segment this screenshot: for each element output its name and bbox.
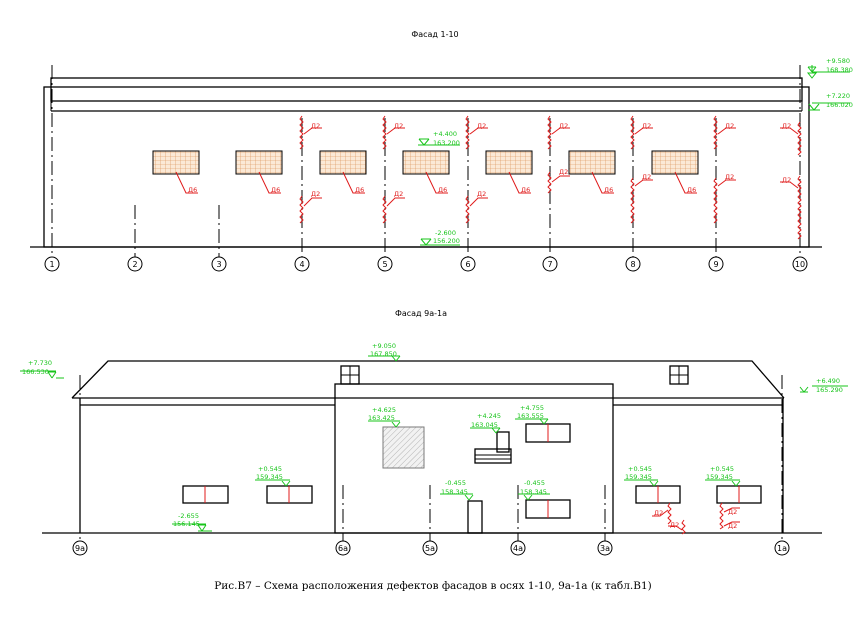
- level-bottom: 156.200: [433, 237, 460, 245]
- level-top: +0.545: [258, 465, 282, 473]
- window: [235, 150, 283, 175]
- d2-label: Д2: [728, 522, 737, 530]
- d2-label: Д2: [782, 122, 791, 130]
- facade-2-building: [42, 360, 822, 534]
- axis-label: 6: [465, 260, 470, 269]
- axis-label: 4: [299, 260, 304, 269]
- level-top: -2.600: [435, 229, 456, 237]
- level-top: +4.245: [477, 412, 501, 420]
- d2-label: Д2: [559, 168, 568, 176]
- figure-caption: Рис.В7 – Схема расположения дефектов фас…: [214, 580, 652, 592]
- axis-label: 2: [132, 260, 137, 269]
- window: [568, 150, 616, 175]
- axis-label: 1а: [777, 544, 787, 553]
- level-bottom: 166.020: [826, 101, 853, 109]
- facade-1-building: [30, 77, 822, 248]
- axis-label: 5а: [425, 544, 435, 553]
- window: [485, 150, 533, 175]
- d2-label: Д2: [670, 521, 679, 529]
- window: [402, 150, 450, 175]
- level-bottom: 159.345: [706, 473, 733, 481]
- level-top: -0.455: [445, 479, 466, 487]
- axis-label: 3а: [600, 544, 610, 553]
- level-bottom: 158.345: [520, 488, 547, 496]
- axis-label: 8: [630, 260, 635, 269]
- d2-label: Д2: [477, 190, 486, 198]
- level-bottom: 163.045: [471, 421, 498, 429]
- d2-label: Д2: [654, 509, 663, 517]
- level-bottom: 159.345: [625, 473, 652, 481]
- d2-label: Д2: [311, 190, 320, 198]
- axis-label: 9а: [75, 544, 85, 553]
- level-top: +4.400: [433, 130, 457, 138]
- facade-1-windows: [152, 150, 699, 175]
- axis-label: 5: [382, 260, 387, 269]
- level-bottom: 165.290: [816, 386, 843, 394]
- axis-label: 1: [49, 260, 54, 269]
- level-bottom: 166.530: [22, 368, 49, 376]
- level-top: +7.730: [28, 359, 52, 367]
- facade-1-cracks: Д2 Д2 Д2 Д2 Д2 Д2 Д2 Д2 Д2 Д2 Д2 Д2 Д2 Д…: [299, 115, 802, 240]
- level-bottom: 163.425: [368, 414, 395, 422]
- facade-1-axis-markers: 1 2 3 4 5 6 7 8 9 10: [44, 256, 808, 272]
- level-top: +4.625: [372, 406, 396, 414]
- facade-2-title: Фасад 9а-1а: [395, 309, 447, 318]
- level-bottom: 168.380: [826, 66, 853, 74]
- level-top: +9.050: [372, 342, 396, 350]
- axis-label: 10: [795, 260, 805, 269]
- level-bottom: 163.200: [433, 139, 460, 147]
- d2-label: Д2: [477, 122, 486, 130]
- d2-label: Д2: [311, 122, 320, 130]
- level-top: +9.580: [826, 57, 850, 65]
- level-top: +4.755: [520, 404, 544, 412]
- d2-label: Д2: [394, 122, 403, 130]
- facade-2-level-marks: +7.730 166.530 +9.050 167.850 +6.490 165…: [20, 342, 848, 532]
- facade-1-d6-labels: Д6 Д6 Д6 Д6 Д6 Д6 Д6: [175, 171, 697, 194]
- level-bottom: 156.145: [173, 520, 200, 528]
- axis-label: 4а: [513, 544, 523, 553]
- level-top: +6.490: [816, 377, 840, 385]
- d2-label: Д2: [782, 176, 791, 184]
- d2-label: Д2: [394, 190, 403, 198]
- d2-label: Д2: [728, 508, 737, 516]
- d2-label: Д2: [642, 122, 651, 130]
- facade-1-axis-lines: [51, 65, 801, 257]
- level-bottom: 167.850: [370, 350, 397, 358]
- d2-label: Д2: [559, 122, 568, 130]
- axis-label: 9: [713, 260, 718, 269]
- axis-label: 7: [547, 260, 552, 269]
- d2-label: Д2: [642, 173, 651, 181]
- d6-label: Д6: [355, 186, 364, 194]
- level-top: -0.455: [524, 479, 545, 487]
- level-bottom: 159.345: [256, 473, 283, 481]
- d6-label: Д6: [188, 186, 197, 194]
- d6-label: Д6: [521, 186, 530, 194]
- facade-1-level-marks: +9.580 168.380 +7.220 166.020 +4.400 163…: [418, 57, 853, 246]
- level-top: +7.220: [826, 92, 850, 100]
- d6-label: Д6: [271, 186, 280, 194]
- facade-1-title: Фасад 1-10: [411, 30, 458, 39]
- level-top: -2.655: [178, 512, 199, 520]
- d2-label: Д2: [725, 173, 734, 181]
- d6-label: Д6: [604, 186, 613, 194]
- level-top: +0.545: [628, 465, 652, 473]
- facade-2-axis-markers: 9а 6а 5а 4а 3а 1а: [72, 540, 790, 556]
- window: [152, 150, 200, 175]
- facade-2-cracks: Д2 Д2 Д2 Д2: [652, 502, 740, 535]
- axis-label: 3: [216, 260, 221, 269]
- window: [319, 150, 367, 175]
- level-top: +0.545: [710, 465, 734, 473]
- axis-label: 6а: [338, 544, 348, 553]
- level-bottom: 158.345: [441, 488, 468, 496]
- window: [651, 150, 699, 175]
- level-bottom: 163.555: [517, 412, 544, 420]
- d6-label: Д6: [687, 186, 696, 194]
- d6-label: Д6: [438, 186, 447, 194]
- d2-label: Д2: [725, 122, 734, 130]
